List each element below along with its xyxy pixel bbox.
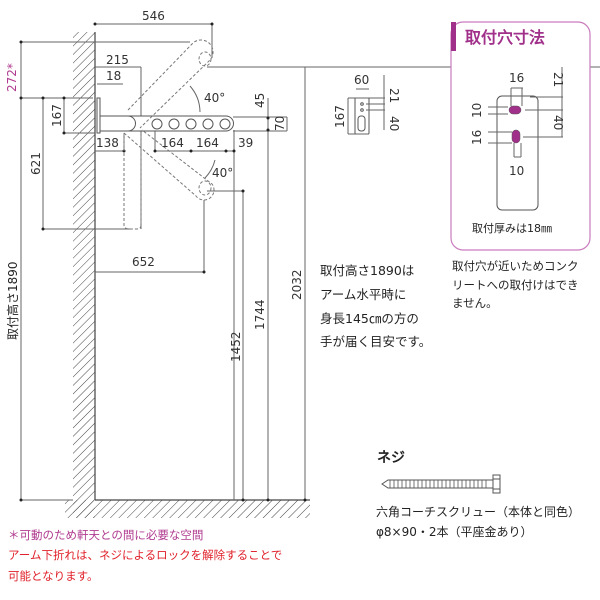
hole-dim-16-left: 16 bbox=[470, 130, 484, 145]
hole-dim-40: 40 bbox=[551, 115, 565, 130]
screw-description-1: 六角コーチスクリュー（本体と同色） bbox=[376, 505, 580, 519]
wall-hatch bbox=[73, 32, 95, 518]
fold-note-line: アーム下折れは、ネジによるロックを解除することで bbox=[8, 548, 282, 562]
reach-note-line: 取付高さ1890は bbox=[320, 263, 414, 278]
dim-138: 138 bbox=[96, 136, 119, 150]
arm-alternate-positions bbox=[123, 39, 216, 230]
install-height-label: 取付高さ1890 bbox=[5, 261, 20, 340]
dim-652: 652 bbox=[132, 255, 155, 269]
concrete-note-line: リートへの取付けはでき bbox=[452, 278, 579, 292]
dim-18: 18 bbox=[106, 69, 121, 83]
dim-45: 45 bbox=[253, 93, 267, 108]
hole-dim-10-left: 10 bbox=[470, 103, 484, 118]
bracket-side-view bbox=[347, 75, 385, 135]
angle-up: 40° bbox=[204, 91, 225, 105]
dim-1452: 1452 bbox=[229, 331, 243, 362]
reach-note: 取付高さ1890は アーム水平時に 身長145㎝の方の 手が届く目安です。 bbox=[320, 263, 431, 349]
concrete-note-line: 取付穴が近いためコンク bbox=[452, 259, 579, 273]
fold-note-line: 可能となります。 bbox=[8, 569, 99, 583]
hole-dimensions-box bbox=[450, 21, 591, 251]
clearance-note: ＊可動のため軒天との間に必要な空間 bbox=[8, 528, 203, 542]
dim-164-b: 164 bbox=[196, 136, 219, 150]
concrete-note-line: ません。 bbox=[452, 296, 498, 310]
screw-title: ネジ bbox=[377, 450, 405, 466]
dimension-dots bbox=[19, 22, 307, 502]
reach-note-line: アーム水平時に bbox=[320, 287, 406, 302]
dimension-lines bbox=[20, 23, 600, 501]
hole-dim-16-top: 16 bbox=[509, 71, 524, 85]
dim-164-a: 164 bbox=[161, 136, 184, 150]
dim-621: 621 bbox=[29, 152, 43, 175]
dim-546: 546 bbox=[142, 9, 165, 23]
dim-39: 39 bbox=[238, 136, 253, 150]
floor-hatch bbox=[65, 500, 310, 518]
angle-down: 40° bbox=[212, 166, 233, 180]
side-dim-167: 167 bbox=[333, 105, 347, 128]
dim-70: 70 bbox=[273, 116, 287, 131]
concrete-note: 取付穴が近いためコンク リートへの取付けはでき ません。 bbox=[452, 259, 579, 310]
screw-icon bbox=[381, 474, 501, 494]
mounting-thickness: 取付厚みは18㎜ bbox=[472, 222, 552, 235]
dim-1744: 1744 bbox=[253, 299, 267, 330]
hole-dim-21: 21 bbox=[551, 72, 565, 87]
reach-note-line: 身長145㎝の方の bbox=[320, 311, 419, 326]
side-dim-21: 21 bbox=[387, 88, 401, 103]
hole-dim-10-bottom: 10 bbox=[509, 164, 524, 178]
hole-box-title: 取付穴寸法 bbox=[465, 28, 545, 47]
dim-2032: 2032 bbox=[290, 269, 304, 300]
dim-215: 215 bbox=[106, 53, 129, 67]
side-dim-60: 60 bbox=[354, 73, 369, 87]
dim-272-clearance: 272* bbox=[5, 63, 19, 92]
reach-note-line: 手が届く目安です。 bbox=[320, 334, 431, 349]
dim-167: 167 bbox=[50, 104, 64, 127]
drying-arm bbox=[96, 97, 234, 134]
side-dim-40: 40 bbox=[387, 116, 401, 131]
screw-description-2: φ8×90・2本（平座金あり） bbox=[376, 524, 533, 539]
